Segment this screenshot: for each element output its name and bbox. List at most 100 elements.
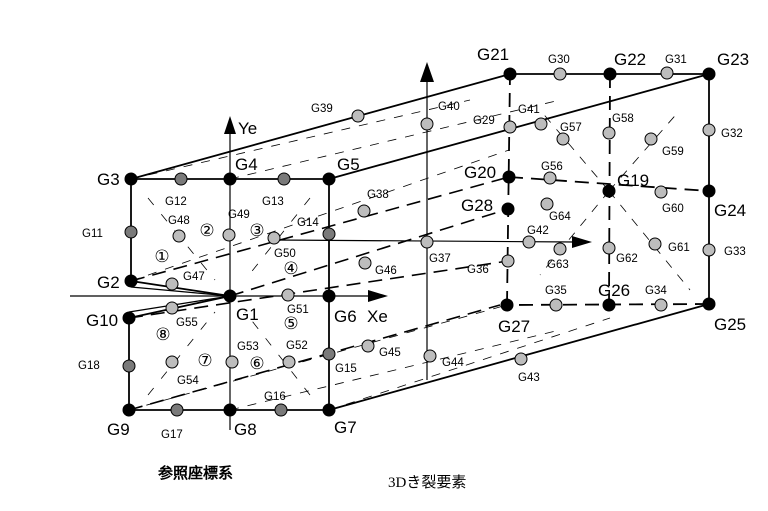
- node-label-g30: G30: [548, 54, 570, 66]
- node-g20: [502, 170, 516, 184]
- node-g23: [702, 67, 716, 81]
- node-label-g38: G38: [367, 189, 389, 201]
- node-g24: [702, 184, 716, 198]
- node-label-g63: G63: [547, 259, 569, 271]
- node-g60: [654, 185, 668, 199]
- node-g41: [534, 117, 548, 131]
- crack-front-dashed-line: [128, 260, 509, 319]
- node-label-g49: G49: [228, 209, 250, 221]
- node-g63: [553, 242, 567, 256]
- node-label-g28: G28: [461, 196, 493, 215]
- node-g45: [361, 339, 375, 353]
- node-label-g23: G23: [717, 50, 749, 69]
- crack-front-dashed-line: [128, 304, 501, 411]
- node-g30: [553, 67, 567, 81]
- element-number-label: ⑧: [155, 325, 170, 344]
- node-g18: [122, 359, 136, 373]
- node-g62: [602, 241, 616, 255]
- hidden-edge-line: [130, 149, 510, 282]
- node-label-g40: G40: [438, 101, 460, 113]
- ye-arrow-icon: [224, 116, 236, 134]
- node-label-g29: G29: [473, 115, 495, 127]
- node-g50: [267, 231, 281, 245]
- node-g16: [274, 403, 288, 417]
- node-label-g34: G34: [645, 285, 667, 297]
- hidden-edge-line: [229, 329, 561, 411]
- front-face-diagonal: [147, 197, 216, 281]
- node-label-g43: G43: [518, 372, 540, 384]
- node-label-g50: G50: [274, 248, 296, 260]
- node-g37: [420, 235, 434, 249]
- front-face-diagonal: [244, 197, 311, 281]
- node-label-g5: G5: [337, 155, 360, 174]
- node-label-g21: G21: [477, 45, 509, 64]
- element-number-label: ⑦: [197, 351, 212, 370]
- node-g19: [602, 184, 616, 198]
- node-label-g32: G32: [721, 128, 743, 140]
- ye-axis-label: Ye: [238, 119, 257, 138]
- reference-coordinate-caption: 参照座標系: [158, 464, 234, 482]
- node-label-g64: G64: [549, 211, 571, 223]
- element-edge-line: [130, 286, 231, 297]
- node-g13: [277, 172, 291, 186]
- node-g35: [549, 298, 563, 312]
- node-g1: [223, 289, 237, 303]
- element-number-label: ④: [283, 259, 298, 278]
- node-g64: [540, 197, 554, 211]
- node-g44: [423, 349, 437, 363]
- node-label-g16: G16: [264, 391, 286, 403]
- element-number-label: ①: [154, 247, 169, 266]
- node-g47: [165, 277, 179, 291]
- node-g8: [223, 403, 237, 417]
- back-face-dashed-line: [508, 176, 710, 192]
- node-label-g36: G36: [467, 264, 489, 276]
- node-label-g31: G31: [665, 54, 687, 66]
- node-g32: [702, 123, 716, 137]
- node-label-g12: G12: [165, 196, 187, 208]
- node-label-g25: G25: [714, 315, 746, 334]
- node-label-g14: G14: [297, 217, 319, 229]
- node-g56: [543, 171, 557, 185]
- node-label-g46: G46: [375, 265, 397, 277]
- node-g9: [122, 403, 136, 417]
- node-g33: [702, 243, 716, 257]
- element-number-label: ⑥: [249, 354, 264, 373]
- crack-front-dashed-line: [130, 176, 510, 282]
- node-g43: [514, 352, 528, 366]
- node-label-g13: G13: [262, 196, 284, 208]
- node-label-g24: G24: [714, 201, 746, 220]
- node-g36: [501, 254, 515, 268]
- node-label-g17: G17: [161, 429, 183, 441]
- node-label-g6: G6: [334, 307, 357, 326]
- node-g5: [322, 172, 336, 186]
- xe-axis-label: Xe: [367, 307, 388, 326]
- node-g61: [648, 237, 662, 251]
- node-g7: [322, 403, 336, 417]
- node-label-g44: G44: [442, 357, 464, 369]
- node-label-g60: G60: [662, 203, 684, 215]
- node-label-g2: G2: [97, 273, 120, 292]
- node-g11: [124, 225, 138, 239]
- node-label-g62: G62: [616, 253, 638, 265]
- node-g17: [170, 403, 184, 417]
- node-g25: [702, 297, 716, 311]
- element-edge-line: [130, 73, 511, 180]
- node-g28: [501, 202, 515, 216]
- node-g34: [654, 298, 668, 312]
- node-g40: [420, 117, 434, 131]
- node-g27: [500, 298, 514, 312]
- node-g2: [124, 274, 138, 288]
- crack-x-arrow-icon: [572, 236, 592, 248]
- node-label-g58: G58: [612, 113, 634, 125]
- node-label-g26: G26: [598, 281, 630, 300]
- node-label-g41: G41: [518, 104, 540, 116]
- node-g55: [165, 301, 179, 315]
- node-g14: [322, 227, 336, 241]
- crack-y-arrow-icon: [420, 62, 434, 82]
- node-g39: [351, 109, 365, 123]
- node-g4: [223, 172, 237, 186]
- front-face-diagonal: [244, 311, 311, 396]
- hidden-edge-line: [328, 317, 611, 411]
- node-label-g35: G35: [545, 285, 567, 297]
